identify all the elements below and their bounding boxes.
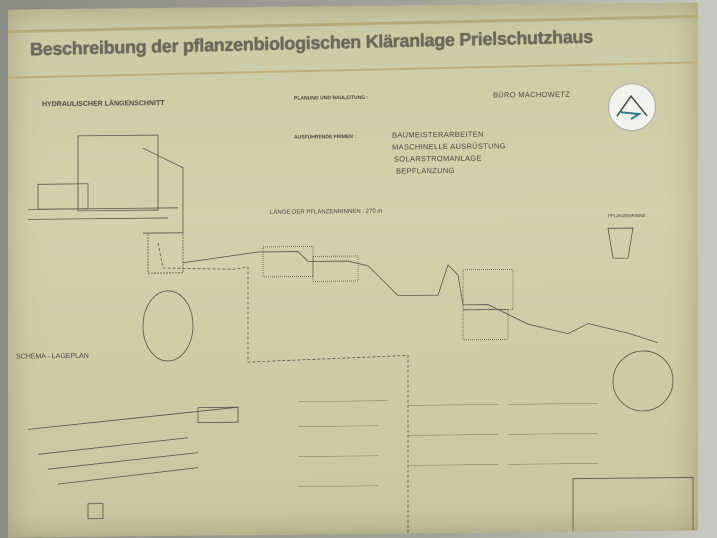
reed-beds [262,246,514,341]
site-plan-sketch [27,406,239,520]
water-flow [182,251,659,344]
firm-item: MASCHINELLE AUSRÜSTUNG [392,141,506,152]
section-site-plan: SCHEMA - LAGEPLAN [16,352,89,361]
firm-item: SOLARSTROMANLAGE [394,153,482,164]
title-block [572,477,694,535]
hut-drawing [28,134,184,274]
cross-section-label: PFLANZENRINNE [608,212,646,219]
section-longitudinal: HYDRAULISCHER LÄNGENSCHNITT [42,99,165,109]
planning-label: PLANUNG UND BAULEITUNG : [294,94,369,102]
channel-section [607,227,634,259]
pipe-line [157,242,409,538]
firms-label: AUSFÜHRENDE FIRMEN : [294,133,356,141]
technical-drawing [8,14,698,538]
firm-item: BAUMEISTERARBEITEN [392,129,484,140]
shaft [612,350,674,412]
tape-strip [8,14,698,34]
firm-item: BEPFLANZUNG [396,165,455,176]
planning-office: BÜRO MACHOWETZ [493,89,571,100]
certification-seal-logo [608,82,656,132]
tank [142,290,194,362]
poster: Beschreibung der pflanzenbiologischen Kl… [8,2,698,538]
legend-text-blocks [298,400,598,487]
mountain-icon [616,94,648,120]
tape-strip [8,61,698,79]
reed-length-label: LÄNGE DER PFLANZENRINNEN : 270 m [270,208,383,216]
